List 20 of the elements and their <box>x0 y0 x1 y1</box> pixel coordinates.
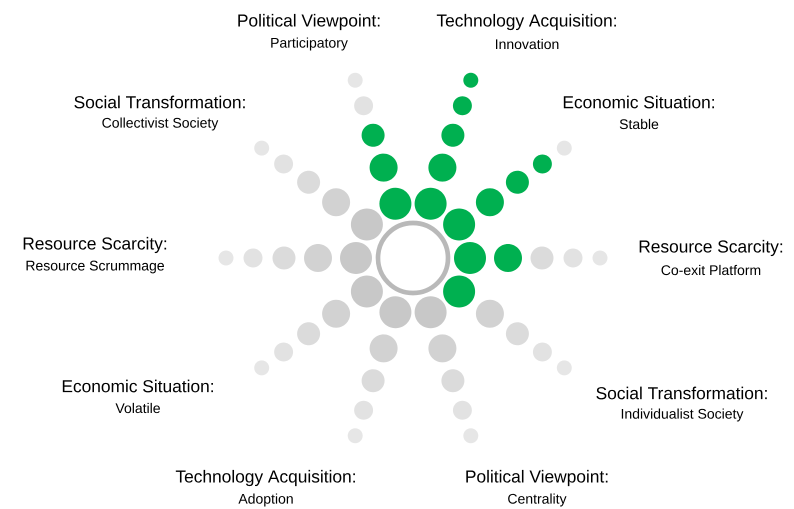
axis-heading: Technology Acquisition: <box>436 14 616 30</box>
axis-pole-label: Volatile <box>116 402 160 414</box>
axis-pole-label: Participatory <box>271 37 348 51</box>
axis-pole-label: Collectivist Society <box>102 117 218 131</box>
axis-heading: Political Viewpoint: <box>466 470 608 486</box>
axis-heading: Technology Acquisition: <box>176 470 355 486</box>
axis-pole-label: Individualist Society <box>622 408 744 422</box>
axis-heading: Economic Situation: <box>564 96 714 108</box>
axis-pole-label: Stable <box>620 118 658 130</box>
axis-pole-label: Innovation <box>496 38 558 50</box>
axis-pole-label: Centrality <box>508 493 567 507</box>
axis-pole-label: Adoption <box>238 493 293 507</box>
axis-pole-label: Resource Scrummage <box>26 260 164 274</box>
axis-heading: Resource Scarcity: <box>640 240 782 256</box>
axis-heading: Political Viewpoint: <box>238 14 380 30</box>
axis-heading: Social Transformation: <box>596 386 767 400</box>
axis-heading: Economic Situation: <box>62 380 213 392</box>
axis-heading: Social Transformation: <box>74 96 245 108</box>
axis-pole-label: Co-exit Platform <box>662 264 760 276</box>
axis-heading: Resource Scarcity: <box>24 236 166 254</box>
